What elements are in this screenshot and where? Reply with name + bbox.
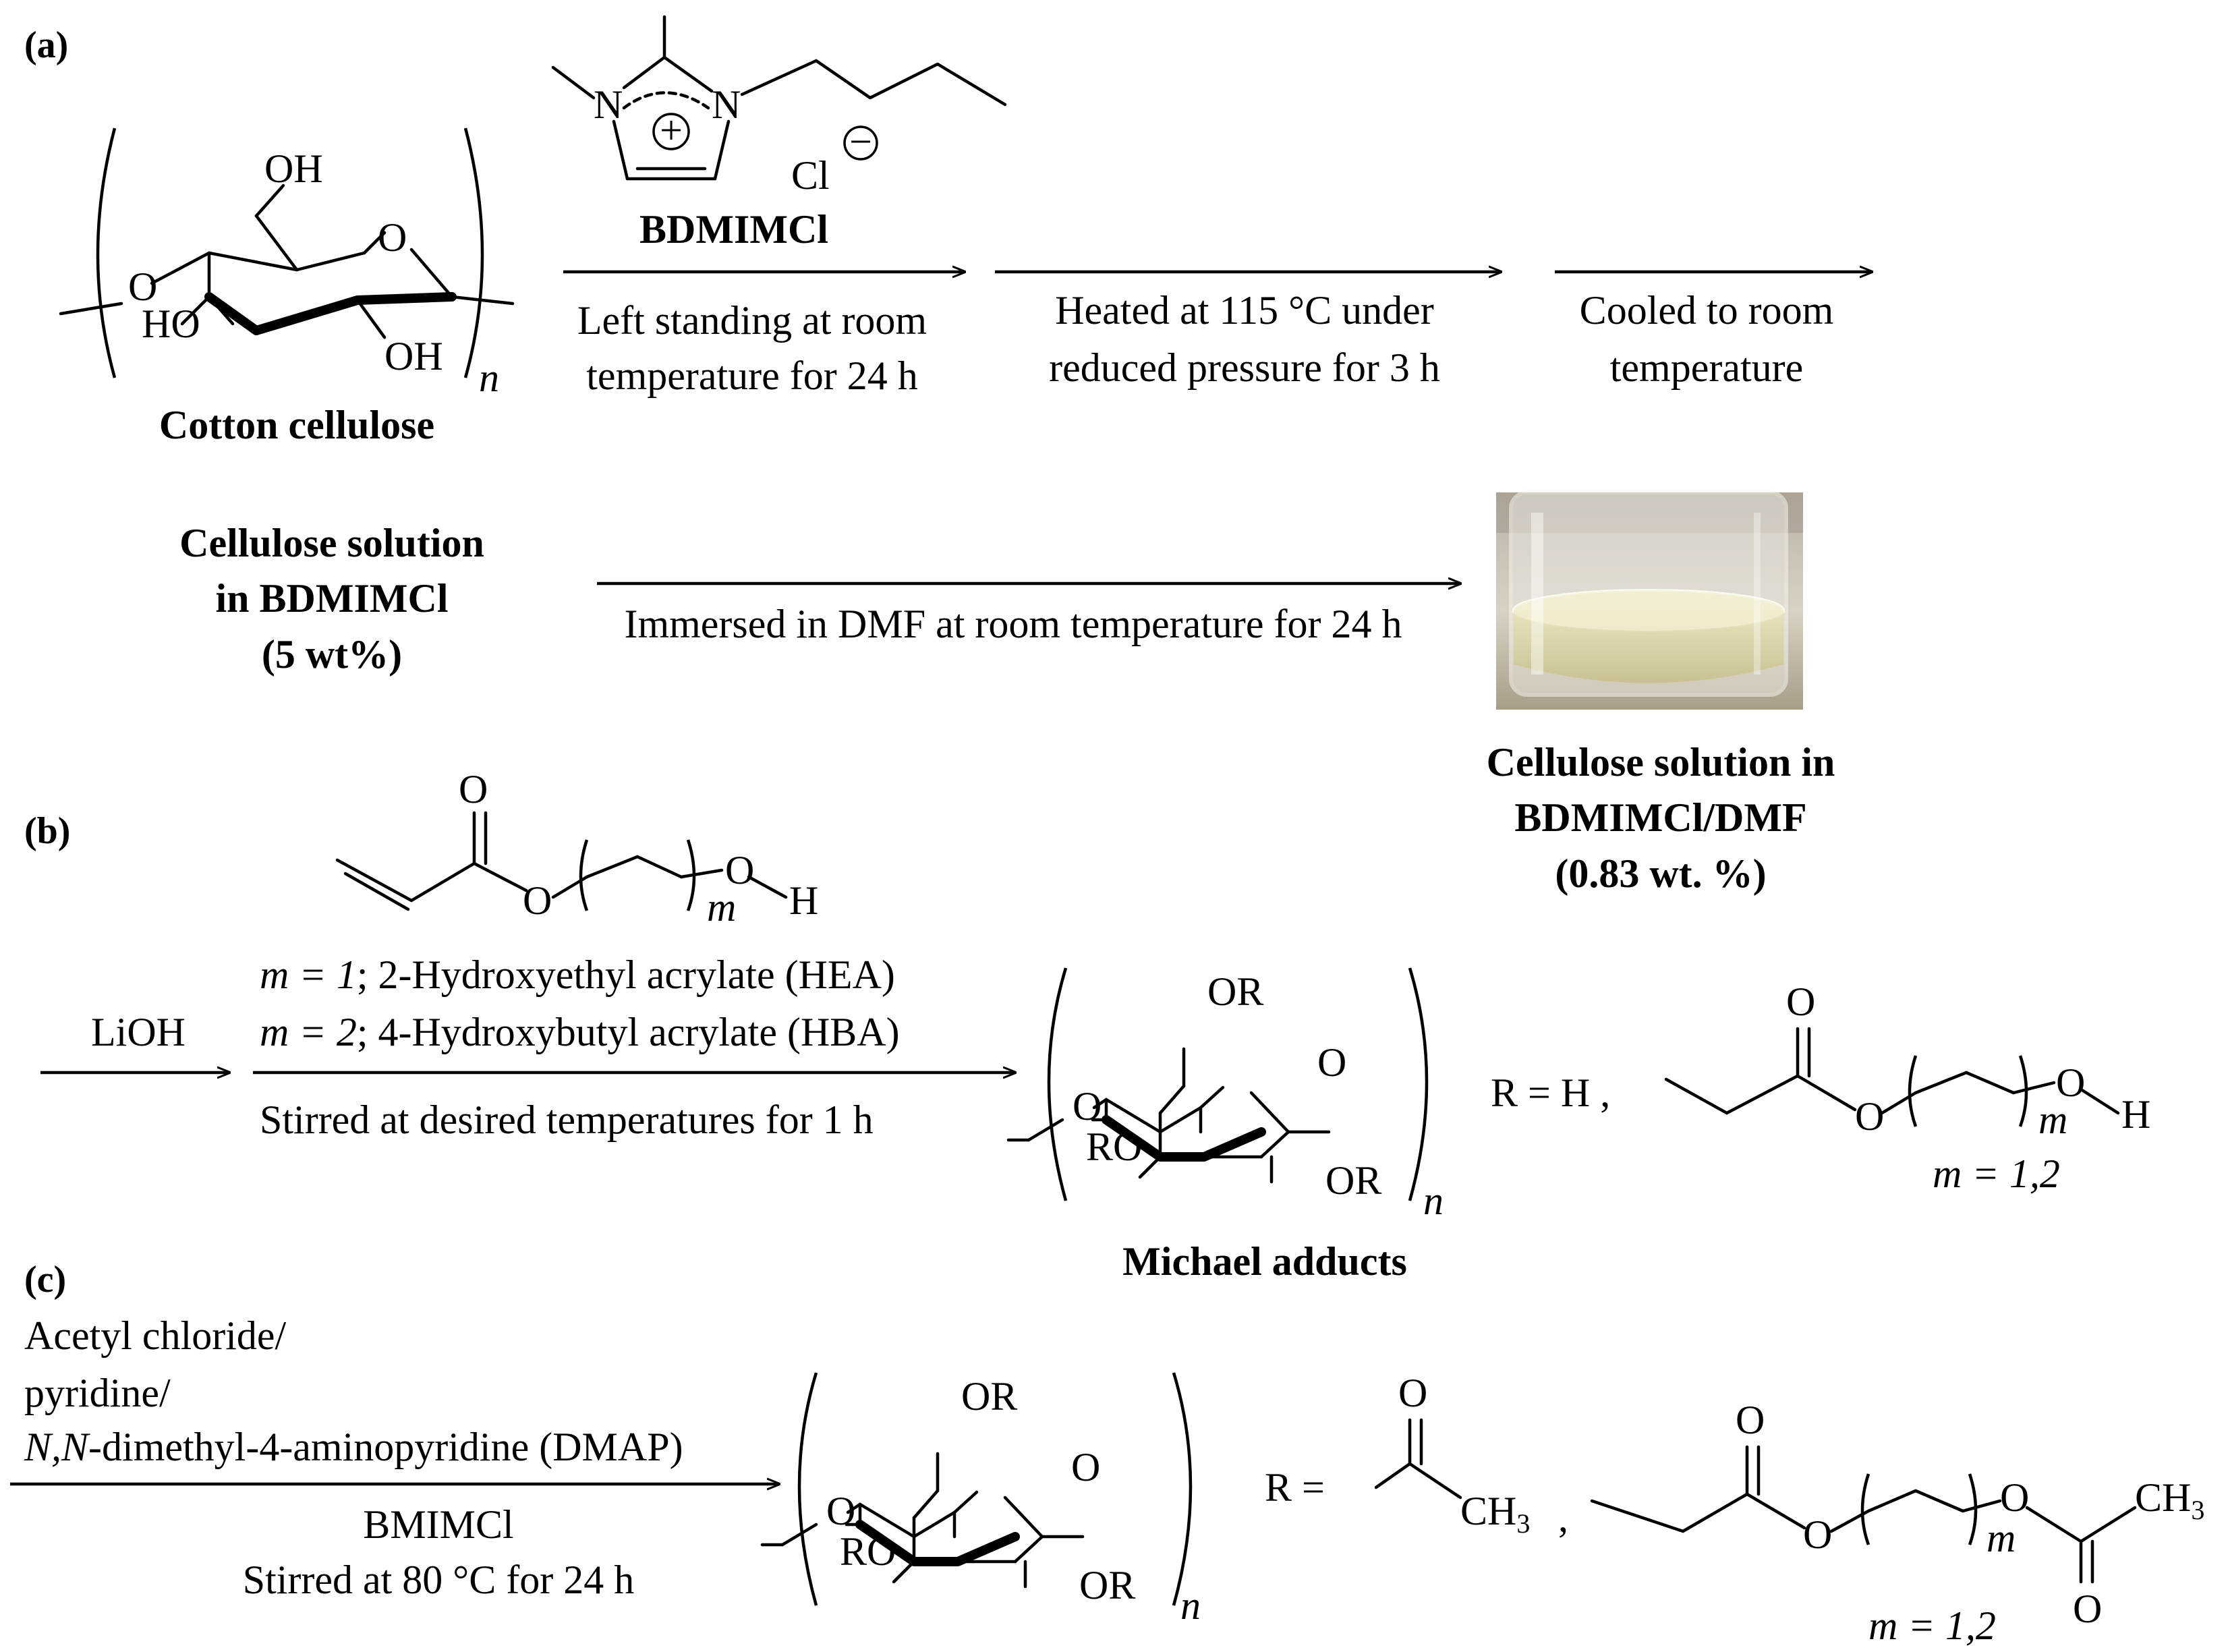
atom-o-ester-r-b: O bbox=[1855, 1094, 1884, 1139]
panel-label-a: (a) bbox=[24, 24, 68, 66]
label-bdmimcl: BDMIMCl bbox=[639, 207, 828, 252]
atom-ro-b: RO bbox=[1086, 1124, 1142, 1169]
svg-text:−: − bbox=[849, 119, 872, 164]
michael-adduct-structure bbox=[1008, 967, 1429, 1201]
condition-step-4: Immersed in DMF at room temperature for … bbox=[624, 602, 1402, 646]
atom-o-left-b: O bbox=[1073, 1084, 1102, 1129]
atom-oh-top: OH bbox=[264, 146, 323, 191]
atom-or-top-c: OR bbox=[961, 1374, 1017, 1419]
cotton-cellulose-structure bbox=[59, 127, 515, 378]
condition-stir-b: Stirred at desired temperatures for 1 h bbox=[260, 1098, 874, 1142]
atom-o-ester2-r-c: O bbox=[2000, 1475, 2029, 1520]
panel-label-c: (c) bbox=[24, 1259, 66, 1301]
subscript-n: n bbox=[479, 355, 499, 400]
subscript-m-b: m bbox=[707, 885, 736, 930]
atom-o-hydroxyl-b: O bbox=[725, 848, 754, 892]
atom-o-ester-b: O bbox=[523, 878, 552, 923]
label-cotton-cellulose: Cotton cellulose bbox=[159, 403, 434, 447]
atom-oh-bottom: OH bbox=[384, 334, 443, 378]
atom-h-r-b: H bbox=[2121, 1092, 2150, 1137]
atom-h-hydroxyl-b: H bbox=[789, 878, 818, 923]
condition-step-1-line-2: temperature for 24 h bbox=[586, 353, 917, 398]
atom-o-ester-r-c: O bbox=[1803, 1512, 1832, 1557]
subscript-n-b: n bbox=[1423, 1178, 1444, 1223]
cation-charge: + bbox=[652, 108, 690, 152]
atom-o-carbonyl-b: O bbox=[459, 767, 488, 811]
atom-o-ring: O bbox=[378, 215, 407, 260]
atom-n-right: N bbox=[712, 82, 741, 127]
atom-n-left: N bbox=[594, 82, 623, 127]
r-group-hydroxyalkyl-ester bbox=[1664, 1027, 2120, 1127]
atom-or-top-b: OR bbox=[1207, 969, 1263, 1014]
condition-stir-c: Stirred at 80 °C for 24 h bbox=[243, 1558, 635, 1602]
condition-acetyl-line-3: N,N-dimethyl-4-aminopyridine (DMAP) bbox=[24, 1425, 683, 1469]
atom-ho: HO bbox=[142, 302, 200, 346]
atom-o-acetyl: O bbox=[1398, 1371, 1427, 1415]
label-michael-adducts: Michael adducts bbox=[1122, 1239, 1407, 1284]
label-cellulose-solution-line-2: in BDMIMCl bbox=[216, 576, 449, 621]
subscript-m-r-c: m bbox=[1987, 1516, 2016, 1560]
m-values-c: m = 1,2 bbox=[1868, 1603, 1996, 1648]
subscript-m-r-b: m bbox=[2038, 1098, 2067, 1142]
acetylated-product-structure bbox=[762, 1372, 1193, 1606]
atom-o-ring-b: O bbox=[1317, 1040, 1346, 1085]
condition-acetyl-line-1: Acetyl chloride/ bbox=[24, 1313, 287, 1358]
condition-step-3-line-2: temperature bbox=[1610, 345, 1804, 390]
label-dmf-solution-line-3: (0.83 wt. %) bbox=[1555, 851, 1766, 896]
condition-hba: m = 2; 4-Hydroxybutyl acrylate (HBA) bbox=[260, 1010, 900, 1054]
atom-or-bottom-c: OR bbox=[1079, 1563, 1135, 1607]
label-cellulose-solution-line-3: (5 wt%) bbox=[262, 632, 402, 677]
atom-o-carbonyl-r-c: O bbox=[1736, 1398, 1765, 1442]
condition-step-2-line-1: Heated at 115 °C under bbox=[1055, 288, 1434, 333]
condition-step-2-line-2: reduced pressure for 3 h bbox=[1049, 345, 1440, 390]
vial-photo bbox=[1496, 490, 1803, 710]
panel-label-b: (b) bbox=[24, 810, 70, 852]
condition-lioh: LiOH bbox=[91, 1010, 185, 1054]
subscript-n-c: n bbox=[1180, 1583, 1201, 1628]
condition-hea: m = 1; 2-Hydroxyethyl acrylate (HEA) bbox=[260, 952, 895, 997]
atom-ro-c: RO bbox=[840, 1529, 896, 1574]
r-group-acetoxyalkyl-ester bbox=[1590, 1445, 2137, 1584]
atom-o-left: O bbox=[128, 264, 157, 309]
r-definition-b: R = H , bbox=[1491, 1071, 1610, 1115]
r-definition-c: R = bbox=[1265, 1465, 1325, 1510]
r-group-acetyl bbox=[1374, 1418, 1462, 1500]
atom-o-hydroxyl-r-b: O bbox=[2056, 1060, 2085, 1105]
condition-step-1-line-1: Left standing at room bbox=[577, 298, 927, 343]
m-values-b: m = 1,2 bbox=[1933, 1151, 2060, 1196]
atom-or-bottom-b: OR bbox=[1325, 1158, 1381, 1203]
atom-cl: Cl bbox=[791, 153, 830, 198]
condition-step-3-line-1: Cooled to room bbox=[1580, 288, 1834, 333]
label-dmf-solution-line-1: Cellulose solution in bbox=[1487, 740, 1835, 785]
atom-o-carbonyl-r-b: O bbox=[1786, 979, 1815, 1024]
atom-o-carbonyl2-r-c: O bbox=[2073, 1587, 2102, 1631]
anion-charge: − bbox=[843, 119, 878, 164]
svg-text:+: + bbox=[660, 108, 683, 152]
atom-o-left-c: O bbox=[826, 1489, 855, 1533]
atom-o-ring-c: O bbox=[1071, 1445, 1100, 1489]
atom-ch3-r-c: CH3 bbox=[2135, 1475, 2204, 1525]
condition-bmimcl: BMIMCl bbox=[363, 1502, 513, 1547]
condition-acetyl-line-2: pyridine/ bbox=[24, 1371, 171, 1415]
bdmimcl-structure bbox=[551, 15, 1007, 181]
hydroxyalkyl-acrylate-structure bbox=[335, 811, 788, 911]
label-dmf-solution-line-2: BDMIMCl/DMF bbox=[1514, 795, 1806, 840]
label-cellulose-solution-line-1: Cellulose solution bbox=[179, 521, 484, 565]
atom-ch3-acetyl: CH3 bbox=[1460, 1489, 1530, 1539]
comma-c: , bbox=[1558, 1496, 1568, 1540]
